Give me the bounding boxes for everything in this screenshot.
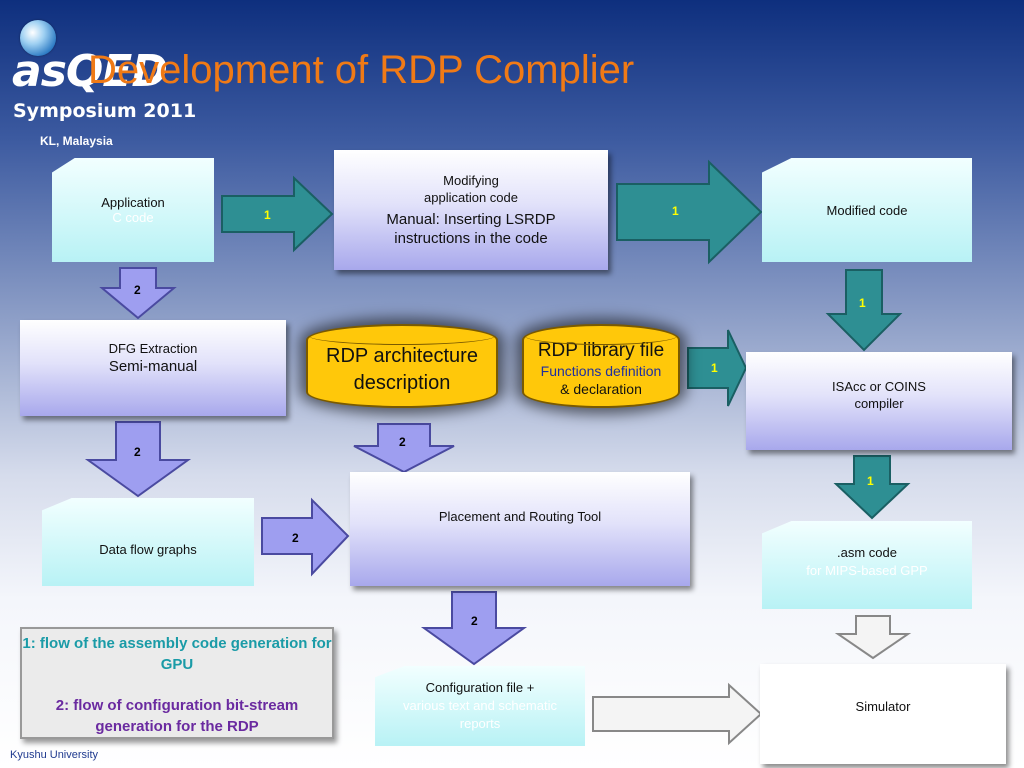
rdp-library-functions: Functions definition	[540, 363, 662, 379]
rdp-architecture-label-2: description	[353, 372, 451, 394]
arrow-label: 2	[134, 445, 141, 459]
modifying-box: Modifying application code Manual: Inser…	[334, 150, 608, 270]
rdp-architecture-label: RDP architecture	[326, 345, 478, 367]
globe-logo-icon	[20, 20, 56, 56]
arrow-isacc-to-asm	[833, 455, 911, 520]
modifying-manual-2: instructions in the code	[394, 230, 548, 247]
arrow-arch-to-placement	[353, 423, 455, 474]
arrow-library-to-isacc	[687, 329, 748, 407]
conference-location: KL, Malaysia	[40, 134, 113, 148]
rdp-architecture-cylinder: RDP architecture description	[306, 324, 498, 408]
simulator-box: Simulator	[760, 664, 1006, 764]
arrow-dfg-to-dataflow	[84, 421, 192, 498]
rdp-library-label: RDP library file	[537, 340, 665, 361]
arrow-label: 1	[264, 208, 271, 222]
configuration-file-label: Configuration file +	[425, 680, 535, 695]
arrow-label: 2	[292, 531, 299, 545]
isacc-label-2: compiler	[854, 396, 904, 411]
modifying-label: Modifying	[443, 173, 499, 188]
modifying-manual: Manual: Inserting LSRDP	[386, 211, 556, 228]
arrow-label: 1	[867, 474, 874, 488]
arrow-app-to-dfg	[99, 267, 177, 320]
cylinder-top-shape	[524, 326, 678, 345]
arrow-app-to-modifying	[221, 175, 334, 253]
application-box: Application C code	[52, 158, 214, 262]
application-language: C code	[112, 210, 154, 225]
dfg-label: DFG Extraction	[108, 341, 198, 356]
application-label: Application	[101, 195, 165, 210]
arrow-asm-to-simulator	[834, 615, 912, 660]
arrow-label: 2	[399, 435, 406, 449]
placement-routing-label: Placement and Routing Tool	[438, 508, 602, 524]
legend-box: 1: flow of the assembly code generation …	[20, 627, 334, 739]
arrow-label: 2	[134, 283, 141, 297]
asm-code-target: for MIPS-based GPP	[806, 563, 928, 578]
conference-subtitle: Symposium 2011	[13, 100, 197, 122]
arrow-config-to-simulator	[592, 682, 763, 746]
configuration-reports-2: reports	[459, 716, 501, 731]
legend-flow-1: 1: flow of the assembly code generation …	[22, 635, 332, 673]
arrow-label: 1	[859, 296, 866, 310]
asm-code-label: .asm code	[837, 545, 897, 560]
simulator-label: Simulator	[855, 698, 911, 714]
rdp-library-cylinder: RDP library file Functions definition & …	[522, 324, 680, 408]
arrow-modifying-to-modified	[616, 159, 763, 265]
arrow-modified-to-isacc	[825, 269, 903, 352]
rdp-library-declaration: & declaration	[560, 381, 642, 397]
footer-university: Kyushu University	[10, 749, 99, 761]
conference-logo: asQED	[12, 46, 168, 97]
modified-code-box: Modified code	[762, 158, 972, 262]
modifying-label-2: application code	[424, 190, 518, 205]
arrow-label: 1	[711, 361, 718, 375]
cylinder-top-shape	[308, 326, 496, 345]
arrow-label: 2	[471, 614, 478, 628]
asm-code-box: .asm code for MIPS-based GPP	[762, 521, 972, 609]
arrow-placement-to-config	[420, 591, 528, 666]
configuration-reports: various text and schematic	[403, 698, 557, 713]
configuration-file-box: Configuration file + various text and sc…	[375, 666, 585, 746]
arrow-dataflow-to-placement	[261, 497, 350, 577]
arrow-label: 1	[672, 204, 679, 218]
isacc-compiler-box: ISAcc or COINS compiler	[746, 352, 1012, 450]
dfg-mode: Semi-manual	[108, 358, 198, 375]
modified-code-label: Modified code	[826, 202, 908, 218]
isacc-label: ISAcc or COINS	[832, 379, 926, 394]
placement-routing-box: Placement and Routing Tool	[350, 472, 690, 586]
dfg-extraction-box: DFG Extraction Semi-manual	[20, 320, 286, 416]
slide-title: Development of RDP Complier	[88, 48, 635, 92]
legend-flow-2: 2: flow of configuration bit-stream gene…	[55, 697, 299, 735]
data-flow-graphs-label: Data flow graphs	[99, 541, 197, 557]
data-flow-graphs-box: Data flow graphs	[42, 498, 254, 586]
